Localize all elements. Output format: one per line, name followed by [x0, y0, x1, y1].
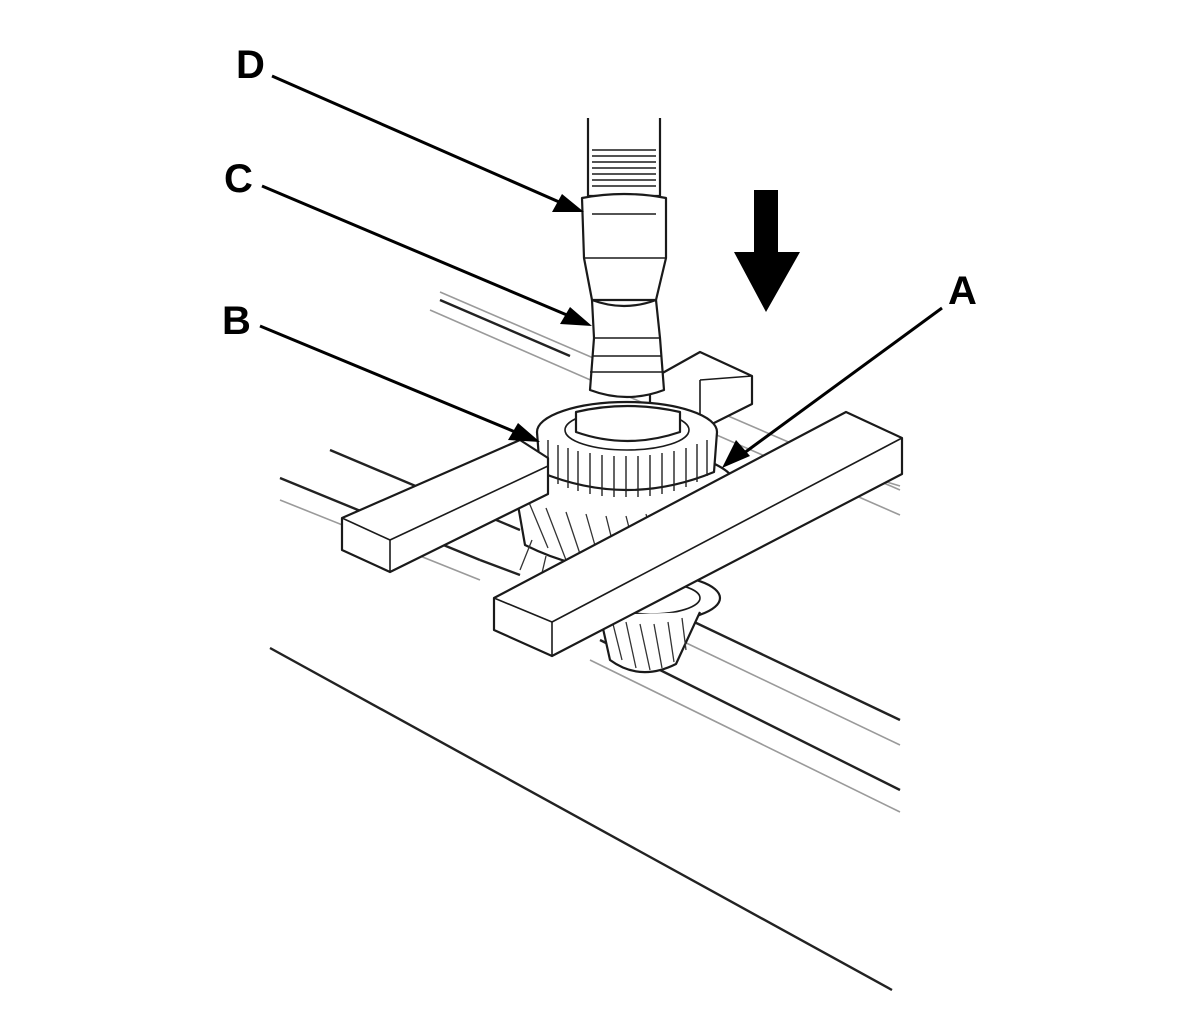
callout-label-a: A [948, 269, 977, 313]
callout-label-d: D [236, 43, 265, 87]
right-support-bar [492, 410, 904, 658]
left-support-bar [340, 438, 550, 574]
down-arrow-icon [734, 190, 800, 312]
callout-leaders [259, 74, 943, 468]
table-rails [269, 291, 901, 992]
callout-label-c: C [224, 157, 253, 201]
press-driver [574, 118, 682, 443]
callout-label-b: B [222, 299, 251, 343]
